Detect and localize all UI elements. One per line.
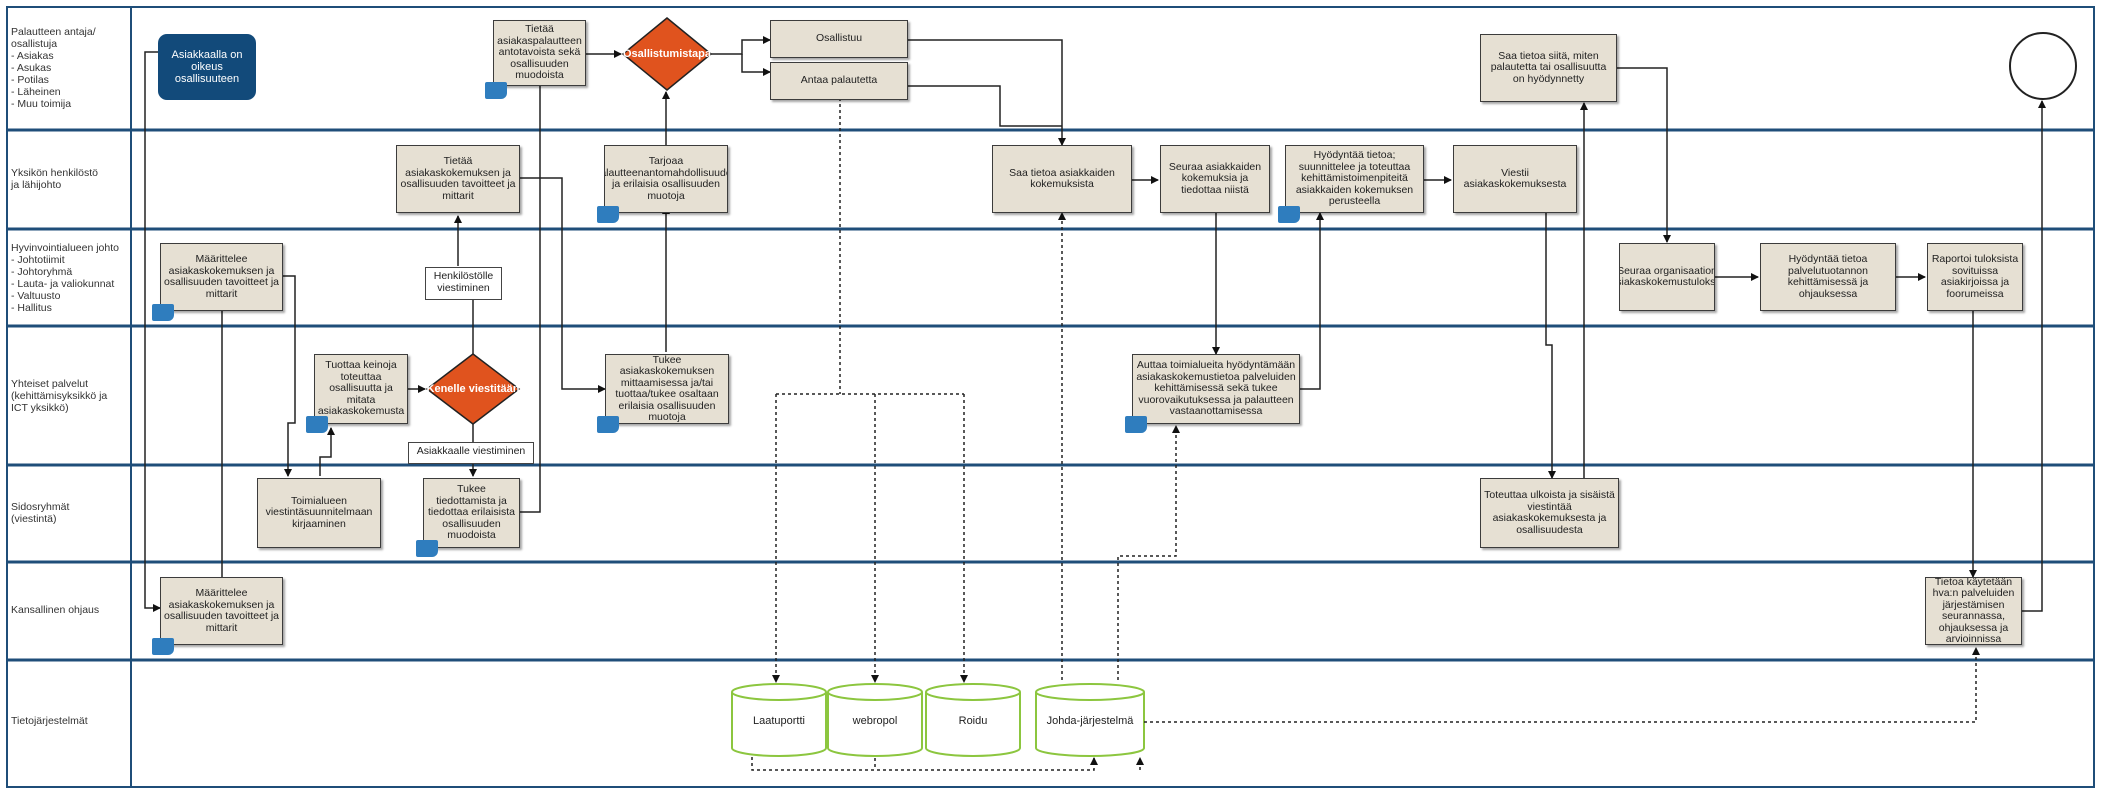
task-maarittelee-tavoitteet-kansallinen: Määrittelee asiakaskokemuksen ja osallis…: [160, 577, 283, 645]
task-antaa-palautetta: Antaa palautetta: [770, 62, 908, 100]
gateway-osallistumistapa: [621, 17, 713, 91]
task-osallistuu: Osallistuu: [770, 20, 908, 58]
lane-label-sidosryhmat: Sidosryhmät (viestintä): [11, 501, 70, 525]
task-viestii-asiakaskokemuksesta: Viestii asiakaskokemuksesta: [1453, 145, 1577, 213]
gateway-label-osallistumistapa: Osallistumistapa: [622, 48, 712, 60]
database-shapes: [731, 683, 1145, 757]
task-tukee-mittaamisessa: Tukee asiakaskokemuksen mittaamisessa ja…: [605, 354, 729, 424]
task-tietoa-kaytetaan-seurannassa: Tietoa käytetään hva:n palveluiden järje…: [1925, 577, 2022, 645]
lane-label-yksikon-henkilosto: Yksikön henkilöstö ja lähijohto: [11, 167, 98, 191]
end-event: [2009, 32, 2077, 100]
document-icon: [416, 540, 438, 557]
data-flows: [751, 86, 1980, 771]
document-icon: [485, 82, 507, 99]
document-icon: [152, 304, 174, 321]
document-icon: [597, 416, 619, 433]
document-icon: [152, 638, 174, 655]
lane-label-hyvinvointialueen-johto: Hyvinvointialueen johto - Johtotiimit - …: [11, 242, 119, 314]
swimlanes: [6, 6, 2095, 788]
gateway-label-kenelle-viestitaan: Kenelle viestitään: [426, 383, 520, 395]
task-tietaa-palautteen-antotavoista: Tietää asiakaspalautteen antotavoista se…: [493, 20, 586, 86]
task-toteuttaa-viestintaa: Toteuttaa ulkoista ja sisäistä viestintä…: [1480, 478, 1619, 548]
database-label-roidu: Roidu: [958, 715, 988, 727]
task-auttaa-toimialueita: Auttaa toimialueita hyödyntämään asiakas…: [1132, 354, 1300, 424]
sequence-flows: [144, 36, 2046, 612]
task-seuraa-kokemuksia: Seuraa asiakkaiden kokemuksia ja tiedott…: [1160, 145, 1270, 213]
lane-label-tietojarjestelmat: Tietojärjestelmät: [11, 715, 88, 727]
task-saa-tietoa-kokemuksista: Saa tietoa asiakkaiden kokemuksista: [992, 145, 1132, 213]
task-hyodyntaa-palvelutuotannossa: Hyödyntää tietoa palvelutuotannon kehitt…: [1760, 243, 1896, 311]
document-icon: [306, 416, 328, 433]
start-event: Asiakkaalla on oikeus osallisuuteen: [158, 34, 256, 100]
task-tukee-tiedottamista: Tukee tiedottamista ja tiedottaa erilais…: [423, 478, 520, 548]
task-maarittelee-tavoitteet-hva: Määrittelee asiakaskokemuksen ja osallis…: [160, 243, 283, 311]
document-icon: [1125, 416, 1147, 433]
lane-label-yhteiset-palvelut: Yhteiset palvelut (kehittämisyksikkö ja …: [11, 378, 108, 414]
lane-label-palautteen-antaja: Palautteen antaja/ osallistuja - Asiakas…: [11, 26, 96, 110]
task-seuraa-organisaation-tuloksia: Seuraa organisaation asiakaskokemustulok…: [1619, 243, 1715, 311]
lane-label-kansallinen-ohjaus: Kansallinen ohjaus: [11, 604, 100, 616]
task-viestintasuunnitelmaan-kirjaaminen: Toimialueen viestintäsuunnitelmaan kirja…: [257, 478, 381, 548]
task-saa-tietoa-hyodyntamisesta: Saa tietoa siitä, miten palautetta tai o…: [1480, 34, 1617, 102]
note-henkilostolle-viestiminen: Henkilöstölle viestiminen: [425, 267, 502, 300]
task-hyodyntaa-tietoa-kehittamiseen: Hyödyntää tietoa; suunnittelee ja toteut…: [1285, 145, 1424, 213]
task-tuottaa-keinoja: Tuottaa keinoja toteuttaa osallisuutta j…: [314, 354, 408, 424]
document-icon: [1278, 206, 1300, 223]
database-label-johda-jarjestelma: Johda-järjestelmä: [1046, 715, 1134, 727]
document-icon: [597, 206, 619, 223]
database-label-webropol: webropol: [852, 715, 898, 727]
note-asiakkaalle-viestiminen: Asiakkaalle viestiminen: [408, 442, 534, 464]
task-tietaa-tavoitteet-ja-mittarit: Tietää asiakaskokemuksen ja osallisuuden…: [396, 145, 520, 213]
database-label-laatuportti: Laatuportti: [753, 715, 805, 727]
task-raportoi-tuloksista: Raportoi tuloksista sovituissa asiakirjo…: [1927, 243, 2023, 311]
task-tarjoaa-palautteenantomahdollisuuden: Tarjoaa palautteenantomahdollisuuden ja …: [604, 145, 728, 213]
